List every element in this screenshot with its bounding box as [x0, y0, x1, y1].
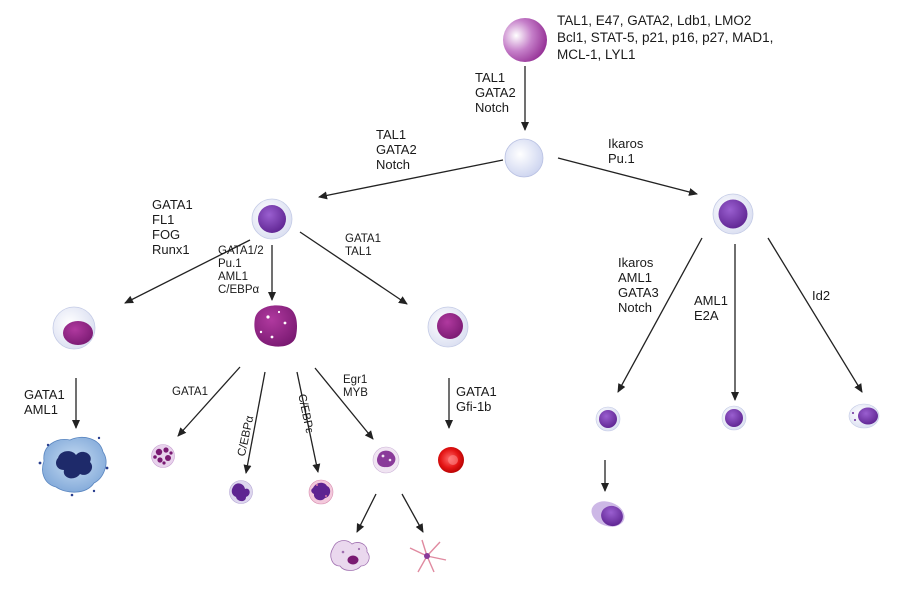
factor: Notch	[376, 157, 410, 172]
dendritic-cell	[409, 539, 447, 573]
label-gmp-to-mono: Egr1 MYB	[343, 374, 368, 400]
factor: TAL1	[345, 246, 372, 258]
monocyte-cell	[372, 446, 400, 474]
factor: Ikaros	[618, 255, 654, 270]
label-myeloid-to-gmp: GATA1/2 Pu.1 AML1 C/EBPα	[218, 245, 264, 297]
mpp-cell	[504, 138, 544, 178]
factor: Pu.1	[608, 151, 635, 166]
factor: GATA2	[475, 85, 516, 100]
factor: Runx1	[152, 242, 190, 257]
label-myeloid-to-mkep: GATA1 FL1 FOG Runx1	[152, 197, 193, 257]
arrow-myeloid-mkep	[124, 239, 251, 304]
factor: AML1	[618, 270, 652, 285]
label-lymph-to-t: Ikaros AML1 GATA3 Notch	[618, 255, 659, 315]
factor: Gfi-1b	[456, 399, 492, 414]
label-lymph-to-nk: Id2	[812, 288, 830, 303]
arrows	[72, 66, 863, 533]
arrow-lymph-t	[617, 237, 703, 393]
factor: GATA1	[24, 387, 65, 402]
factor: AML1	[218, 271, 249, 283]
b-cell	[721, 405, 747, 431]
factor: GATA1	[456, 384, 497, 399]
erythroid-progenitor-cell	[427, 306, 469, 348]
hsc-factor-line: MCL-1, LYL1	[557, 47, 636, 62]
factor: FL1	[152, 212, 175, 227]
arrow-myeloid-ery	[299, 231, 408, 305]
lymphoid-progenitor-cell	[712, 193, 754, 235]
factor: Notch	[475, 100, 509, 115]
factor: Ikaros	[608, 136, 644, 151]
factor: AML1	[24, 402, 58, 417]
neutrophil-cell	[229, 480, 253, 504]
factor: GATA2	[376, 142, 417, 157]
arrow-mono-macro	[356, 493, 377, 533]
arrow-gmp-eos	[296, 371, 321, 473]
factor: GATA1	[172, 386, 208, 398]
factor: Egr1	[343, 374, 368, 386]
factor: FOG	[152, 227, 181, 242]
label-myeloid-to-ery: GATA1 TAL1	[345, 233, 381, 259]
label-gmp-to-baso: GATA1	[172, 386, 208, 399]
hsc-cell	[503, 18, 547, 62]
arrow-gmp-mono	[314, 367, 374, 440]
factor: E2A	[694, 308, 719, 323]
eosinophil-cell	[308, 479, 334, 505]
factor: GATA1	[345, 233, 381, 245]
label-lymph-to-b: AML1 E2A	[694, 293, 728, 323]
factor: Notch	[618, 300, 652, 315]
factor: GATA1/2	[218, 245, 264, 257]
myeloid-progenitor-cell	[251, 198, 293, 240]
factor: MYB	[343, 387, 368, 399]
nk-cell	[848, 403, 880, 429]
basophil-cell	[151, 444, 175, 468]
arrow-mpp-myeloid	[318, 159, 504, 200]
arrow-mpp-lymphoid	[557, 157, 698, 196]
factor: AML1	[694, 293, 728, 308]
factor: GATA1	[152, 197, 193, 212]
factor: TAL1	[376, 127, 407, 142]
label-mpp-to-lymphoid: Ikaros Pu.1	[608, 136, 643, 166]
arrow-mono-dc	[401, 493, 424, 533]
arrow-gmp-baso	[177, 366, 241, 437]
erythrocyte-cell	[438, 447, 464, 473]
gmp-cell	[254, 305, 298, 347]
macrophage-cell	[330, 540, 370, 571]
factor: Pu.1	[218, 258, 242, 270]
effector-lymphocyte-cell	[591, 501, 625, 527]
factor: C/EBPα	[218, 284, 260, 296]
label-hsc-to-mpp: TAL1 GATA2 Notch	[475, 70, 516, 115]
hsc-factor-line: TAL1, E47, GATA2, Ldb1, LMO2	[557, 13, 752, 28]
t-cell	[595, 406, 621, 432]
label-mpp-to-myeloid: TAL1 GATA2 Notch	[376, 127, 417, 172]
factor: Id2	[812, 288, 831, 303]
factor: TAL1	[475, 70, 506, 85]
label-ery-to-rbc: GATA1 Gfi-1b	[456, 384, 497, 414]
mkep-cell	[52, 306, 96, 350]
megakaryocyte-cell	[38, 436, 109, 497]
arrow-lymph-nk	[767, 237, 863, 393]
hsc-factor-line: Bcl1, STAT-5, p21, p16, p27, MAD1,	[557, 30, 774, 45]
hsc-factor-list: TAL1, E47, GATA2, Ldb1, LMO2 Bcl1, STAT-…	[557, 12, 773, 63]
label-mkep-to-mega: GATA1 AML1	[24, 387, 65, 417]
factor: GATA3	[618, 285, 659, 300]
arrow-gmp-neut	[243, 371, 266, 474]
